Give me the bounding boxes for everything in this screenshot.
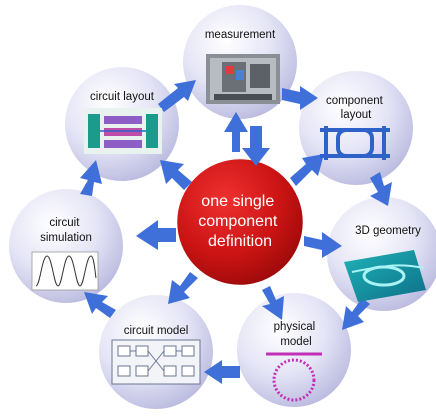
arrow-component-layout-to-3d-geometry xyxy=(370,172,392,206)
component-layout-image xyxy=(320,126,390,160)
measurement-image xyxy=(206,54,280,104)
arrow-measurement-to-center xyxy=(242,126,270,166)
3d-geometry-image xyxy=(344,250,426,302)
3d-geometry-label: 3D geometry xyxy=(355,225,421,237)
circuit-layout-label: circuit layout xyxy=(90,91,155,103)
circuit-simulation-image xyxy=(31,251,99,291)
arrow-center-to-3d-geometry xyxy=(304,232,342,258)
circuit-model-label: circuit model xyxy=(124,325,189,337)
physical-model-image xyxy=(266,352,322,402)
arrow-physical-model-to-circuit-model xyxy=(204,360,240,384)
measurement-label: measurement xyxy=(205,29,276,41)
circuit-layout-image xyxy=(84,108,162,154)
arrow-circuit-layout-to-measurement xyxy=(158,80,196,112)
arrow-center-to-physical-model xyxy=(262,286,284,320)
node-physical-model xyxy=(235,291,353,409)
arrow-center-to-circuit-layout xyxy=(160,160,192,190)
arrow-circuit-model-to-circuit-simulation xyxy=(84,292,116,318)
arrow-3d-geometry-to-physical-model xyxy=(342,298,370,330)
circuit-model-image xyxy=(111,339,201,385)
physical-model-label: physical model xyxy=(274,321,319,348)
center-circle xyxy=(174,156,306,288)
center-label: one single component definition xyxy=(198,193,282,250)
component-layout-label: component layout xyxy=(326,95,386,121)
arrow-center-to-circuit-simulation xyxy=(136,220,176,250)
arrow-center-to-component-layout xyxy=(290,154,324,186)
arrow-circuit-simulation-to-circuit-layout xyxy=(80,160,102,196)
arrow-center-to-circuit-model xyxy=(168,272,198,304)
circuit-simulation-label: circuit simulation xyxy=(40,217,92,244)
arrow-center-to-measurement xyxy=(224,112,248,152)
arrows xyxy=(80,80,392,384)
arrow-measurement-to-component-layout xyxy=(282,86,318,110)
